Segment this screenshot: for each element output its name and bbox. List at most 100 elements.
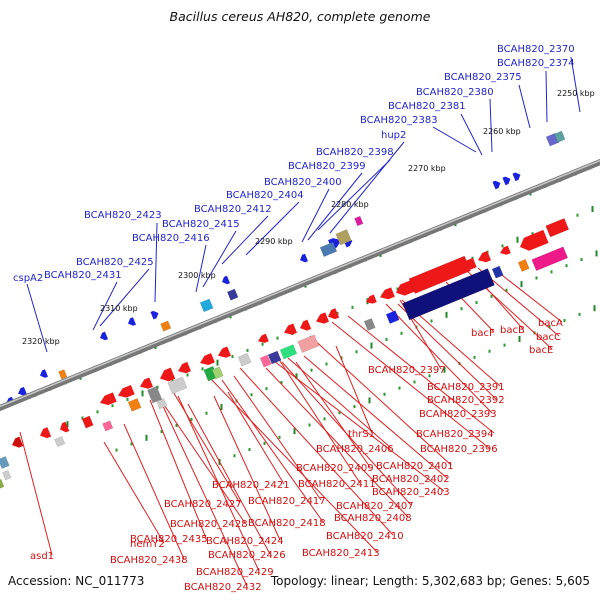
dots-upper-2-dot [396, 287, 399, 291]
dots-lower-1-dot [280, 380, 283, 384]
dots-upper-2-dot [141, 390, 144, 397]
dots-upper-2-dot [516, 236, 519, 243]
dots-upper-2-dot [576, 213, 579, 217]
gene-block [58, 369, 68, 380]
gene-feature [335, 229, 352, 246]
dots-lower-1-dot [430, 319, 433, 323]
lower-gene-label: BCAH820_2394 [416, 429, 494, 440]
kbp-tick-label: 2320 kbp [22, 337, 60, 346]
gene-feature [267, 350, 282, 365]
lower-leader-line [227, 391, 285, 485]
kbp-tick-label: 2290 kbp [255, 237, 293, 246]
lower-leader-line [347, 315, 495, 434]
gene-feature [2, 470, 12, 481]
upper-leader-line [99, 268, 150, 327]
dots-lower-2-dot [548, 325, 551, 329]
gene-feature [478, 250, 491, 263]
gene-arrow-left [222, 275, 230, 285]
gene-arrow-left [440, 265, 455, 278]
dots-upper-2-dot [66, 421, 69, 428]
upper-leader-line [301, 188, 330, 243]
gene-feature [127, 397, 142, 412]
gene-block [363, 318, 376, 332]
gene-feature [226, 288, 239, 301]
lower-leader-line [123, 423, 185, 560]
gene-feature [366, 294, 377, 304]
gene-feature [300, 319, 312, 331]
gene-feature [118, 384, 135, 398]
gene-features [0, 130, 570, 490]
dots-upper-2-dot [591, 206, 594, 213]
dots-lower-1-dot [325, 362, 328, 366]
gene-arrow-left [100, 392, 117, 406]
gene-block [54, 435, 66, 448]
dots-lower-1-dot [190, 417, 193, 421]
dots-lower-1-dot [370, 342, 373, 349]
dots-lower-1-dot [400, 331, 403, 335]
upper-gene-label: BCAH820_2431 [44, 270, 122, 281]
gene-arrow-left [40, 369, 48, 378]
lower-leader-line [385, 303, 493, 414]
upper-gene-label: BCAH820_2425 [76, 257, 154, 268]
lower-gene-label: BCAH820_2401 [376, 461, 454, 472]
dots-lower-2-dot [368, 397, 371, 404]
lower-gene-label: BCAH820_2418 [248, 518, 326, 529]
gene-block [385, 310, 400, 324]
gene-feature [259, 354, 272, 368]
gene-arrow-left [500, 245, 511, 255]
gene-feature [363, 318, 376, 332]
lower-gene-label: BCAH820_2424 [206, 536, 284, 547]
dots-lower-1-dot [505, 288, 508, 292]
dots-lower-2-dot [278, 435, 281, 439]
lower-leader-line [303, 355, 448, 479]
lower-leader-line [309, 335, 452, 466]
lower-gene-label: bacB [500, 325, 525, 336]
gene-feature [178, 361, 191, 374]
lower-leader-line [221, 379, 324, 523]
gene-feature [60, 421, 70, 433]
dots-lower-1-dot [115, 448, 118, 452]
gene-arrow-left [200, 353, 215, 366]
gene-block [127, 397, 142, 412]
gene-feature [128, 317, 136, 326]
gene-block [237, 352, 252, 367]
gene-feature [54, 435, 66, 448]
gene-feature [156, 398, 168, 410]
dots-lower-1-dot [385, 337, 388, 341]
gene-feature [328, 308, 340, 320]
lower-leader-line [277, 357, 361, 484]
dots-lower-2-dot [503, 343, 506, 347]
gene-feature [100, 331, 108, 341]
upper-leader-line [489, 98, 493, 153]
gene-feature [520, 229, 549, 251]
gene-labels: BCAH820_2370BCAH820_2374BCAH820_2375BCAH… [13, 44, 575, 593]
lower-gene-label: BCAH820_2426 [208, 550, 286, 561]
gene-feature [284, 323, 297, 335]
gene-block [211, 366, 224, 380]
dots-upper-2-dot [81, 416, 84, 420]
lower-leader-line [149, 399, 207, 539]
gene-feature [40, 369, 48, 378]
upper-gene-label: BCAH820_2400 [264, 177, 342, 188]
genome-summary-text: Topology: linear; Length: 5,302,683 bp; … [270, 574, 590, 588]
gene-feature [492, 180, 501, 190]
dots-lower-2-dot [353, 405, 356, 409]
upper-gene-label: BCAH820_2415 [162, 219, 240, 230]
gene-feature [297, 334, 320, 353]
upper-leader-line [432, 126, 477, 153]
gene-block [259, 354, 272, 368]
dots-lower-2-dot [443, 366, 446, 373]
lower-gene-label: BCAH820_2411 [298, 479, 376, 490]
upper-gene-label: BCAH820_2412 [194, 204, 272, 215]
upper-leader-line [329, 141, 405, 234]
lower-gene-label: BCAH820_2435 [130, 534, 208, 545]
gene-feature [380, 287, 395, 300]
upper-gene-label: BCAH820_2404 [226, 190, 304, 201]
upper-gene-label: hup2 [381, 130, 406, 141]
dots-lower-1-dot [340, 356, 343, 360]
lower-leader-line [157, 395, 246, 524]
dots-lower-1-dot [580, 258, 583, 262]
dots-lower-1-dot [490, 294, 493, 298]
